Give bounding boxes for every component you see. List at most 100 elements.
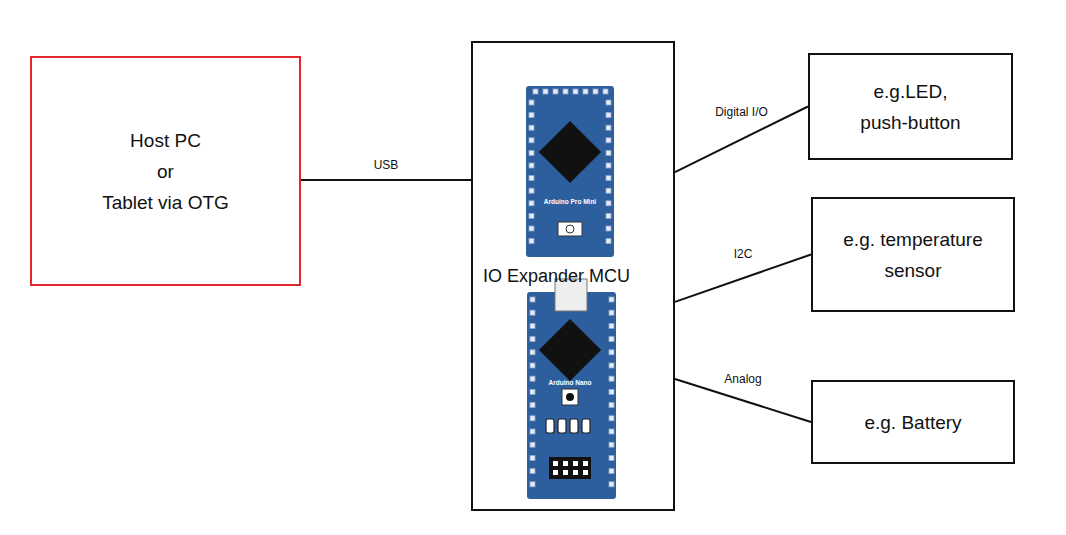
pin-hole bbox=[530, 482, 535, 487]
pin-hole bbox=[606, 150, 611, 155]
pin-hole bbox=[529, 176, 534, 181]
pin-hole bbox=[529, 163, 534, 168]
pin-hole bbox=[603, 89, 608, 94]
pin-hole bbox=[593, 89, 598, 94]
led bbox=[570, 419, 578, 433]
box-label: e.g.LED, push-button bbox=[860, 76, 960, 138]
pin-hole bbox=[609, 363, 614, 368]
button-cap bbox=[566, 225, 574, 233]
pin-hole bbox=[533, 89, 538, 94]
pin-hole bbox=[529, 239, 534, 244]
pin-hole bbox=[609, 469, 614, 474]
header-pin bbox=[583, 470, 588, 475]
pin-hole bbox=[606, 100, 611, 105]
pin-hole bbox=[530, 363, 535, 368]
pin-hole bbox=[606, 113, 611, 118]
device-box: e.g. Battery bbox=[811, 380, 1015, 464]
pin-hole bbox=[606, 125, 611, 130]
pin-hole bbox=[609, 337, 614, 342]
header-pin bbox=[573, 470, 578, 475]
pin-hole bbox=[529, 113, 534, 118]
header-pin bbox=[563, 461, 568, 466]
pin-hole bbox=[609, 429, 614, 434]
led bbox=[558, 419, 566, 433]
pin-hole bbox=[609, 403, 614, 408]
pin-hole bbox=[530, 297, 535, 302]
pin-hole bbox=[609, 323, 614, 328]
chip-diamond bbox=[539, 121, 601, 183]
board-pcb bbox=[527, 292, 616, 499]
led bbox=[546, 419, 554, 433]
connector-line bbox=[675, 255, 811, 302]
pin-hole bbox=[606, 201, 611, 206]
reset-button bbox=[558, 222, 582, 236]
connector-label: Analog bbox=[722, 372, 763, 386]
box-heading: IO Expander MCU bbox=[483, 265, 630, 287]
pin-hole bbox=[609, 455, 614, 460]
pin-hole bbox=[606, 239, 611, 244]
pin-hole bbox=[530, 469, 535, 474]
pin-hole bbox=[530, 455, 535, 460]
pin-hole bbox=[529, 125, 534, 130]
connector-label: I2C bbox=[732, 247, 755, 261]
pin-holes bbox=[529, 89, 614, 487]
pin-hole bbox=[530, 429, 535, 434]
pin-hole bbox=[530, 337, 535, 342]
device-box: e.g. temperature sensor bbox=[811, 197, 1015, 312]
pin-hole bbox=[530, 323, 535, 328]
pin-hole bbox=[609, 310, 614, 315]
header-pin bbox=[583, 461, 588, 466]
mcu-box: IO Expander MCU bbox=[471, 41, 675, 511]
pin-hole bbox=[609, 297, 614, 302]
button-cap bbox=[566, 393, 574, 401]
pin-hole bbox=[609, 389, 614, 394]
box-label: e.g. Battery bbox=[864, 407, 961, 438]
pin-hole bbox=[529, 213, 534, 218]
pin-hole bbox=[609, 482, 614, 487]
box-label: Host PC or Tablet via OTG bbox=[102, 125, 229, 218]
icsp-header bbox=[549, 457, 591, 479]
pin-hole bbox=[606, 138, 611, 143]
pin-hole bbox=[543, 89, 548, 94]
pin-hole bbox=[573, 89, 578, 94]
pin-hole bbox=[529, 201, 534, 206]
pin-hole bbox=[553, 89, 558, 94]
header-pin bbox=[553, 470, 558, 475]
box-label: e.g. temperature sensor bbox=[843, 224, 982, 286]
nano-board bbox=[527, 279, 616, 499]
pin-hole bbox=[529, 138, 534, 143]
pin-hole bbox=[606, 163, 611, 168]
pin-hole bbox=[530, 376, 535, 381]
pin-hole bbox=[583, 89, 588, 94]
chip-diamond bbox=[539, 319, 601, 381]
led bbox=[582, 419, 590, 433]
pin-hole bbox=[529, 226, 534, 231]
host-box: Host PC or Tablet via OTG bbox=[30, 56, 301, 286]
pro-mini-board bbox=[526, 86, 614, 257]
pin-hole bbox=[530, 389, 535, 394]
connector-line bbox=[301, 179, 471, 181]
pin-hole bbox=[530, 403, 535, 408]
pin-hole bbox=[606, 176, 611, 181]
pin-hole bbox=[606, 226, 611, 231]
pin-hole bbox=[563, 89, 568, 94]
pin-hole bbox=[606, 213, 611, 218]
pin-hole bbox=[606, 188, 611, 193]
device-box: e.g.LED, push-button bbox=[808, 53, 1013, 160]
pin-hole bbox=[530, 310, 535, 315]
pin-hole bbox=[530, 442, 535, 447]
connector-label: Digital I/O bbox=[713, 105, 770, 119]
pin-hole bbox=[530, 350, 535, 355]
pin-hole bbox=[529, 100, 534, 105]
pin-hole bbox=[529, 150, 534, 155]
board-name: Arduino Pro Mini bbox=[544, 198, 596, 205]
header-pin bbox=[563, 470, 568, 475]
pin-hole bbox=[529, 188, 534, 193]
connector-label: USB bbox=[372, 158, 401, 172]
board-name: Arduino Nano bbox=[549, 379, 592, 386]
pin-hole bbox=[609, 442, 614, 447]
header-pin bbox=[573, 461, 578, 466]
pin-hole bbox=[609, 376, 614, 381]
board-pcb bbox=[526, 86, 614, 257]
